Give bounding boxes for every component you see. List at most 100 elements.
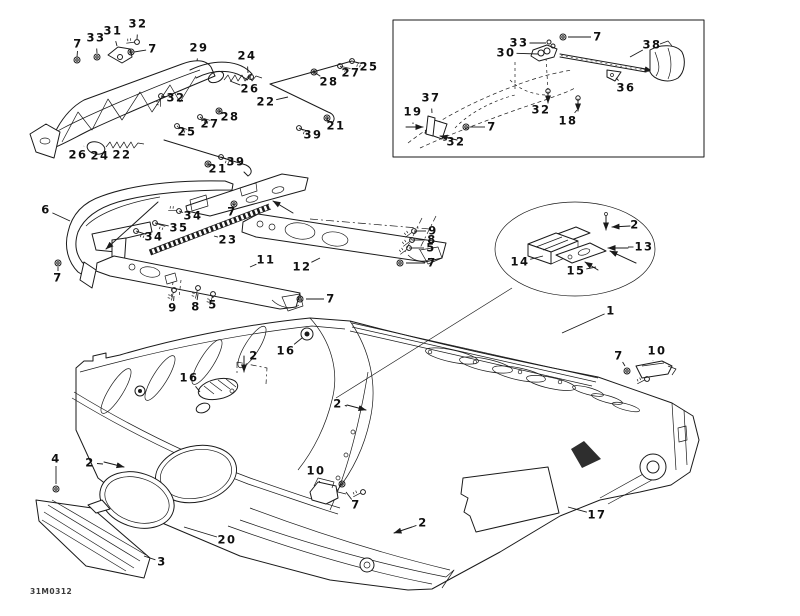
spring-rod-assembly-bottom xyxy=(86,107,252,177)
leader-line-39 xyxy=(220,156,227,160)
callout-10: 10 xyxy=(647,344,666,358)
callout-5: 5 xyxy=(208,298,218,312)
callout-27: 27 xyxy=(341,66,360,80)
leader-line-6 xyxy=(52,212,71,222)
leader-line-20 xyxy=(183,526,218,538)
callout-29: 29 xyxy=(189,41,208,55)
callout-7: 7 xyxy=(148,42,158,56)
callout-7: 7 xyxy=(351,498,361,512)
callout-28: 28 xyxy=(319,75,338,89)
leader-line-25 xyxy=(176,125,179,127)
rear-panel-part xyxy=(460,466,560,533)
leader-line-28 xyxy=(218,110,222,113)
leader-line-2 xyxy=(411,524,417,528)
callout-7: 7 xyxy=(326,292,336,306)
callout-10: 10 xyxy=(306,464,325,478)
drawing-code: 31M0312 xyxy=(30,587,73,596)
bracket-rear-right xyxy=(623,360,677,389)
callout-8: 8 xyxy=(427,233,437,247)
callout-31: 31 xyxy=(103,24,122,38)
callout-22: 22 xyxy=(256,95,275,109)
callout-22: 22 xyxy=(112,148,131,162)
leader-line-36 xyxy=(615,77,619,81)
callout-7: 7 xyxy=(73,37,83,51)
leader-line-16 xyxy=(195,386,201,393)
leader-line-14 xyxy=(530,255,544,260)
callout-33: 33 xyxy=(86,31,105,45)
leader-line-16 xyxy=(293,337,303,345)
callout-2: 2 xyxy=(418,516,428,530)
callout-26: 26 xyxy=(240,82,259,96)
callout-16: 16 xyxy=(276,344,295,358)
leader-line-28 xyxy=(313,71,321,77)
leader-line-34 xyxy=(135,230,145,235)
leader-line-35 xyxy=(154,222,169,227)
callout-34: 34 xyxy=(183,209,202,223)
callout-2: 2 xyxy=(85,456,95,470)
callout-37: 37 xyxy=(421,91,440,105)
main-body-part xyxy=(71,317,700,591)
callout-7: 7 xyxy=(427,256,437,270)
callout-25: 25 xyxy=(177,125,196,139)
callout-19: 19 xyxy=(403,105,422,119)
vent-panel-part xyxy=(35,499,151,579)
callout-7: 7 xyxy=(53,271,63,285)
leader-line-23 xyxy=(213,235,219,238)
callout-17: 17 xyxy=(587,508,606,522)
callout-21: 21 xyxy=(326,119,345,133)
leader-line-7 xyxy=(622,361,626,367)
callout-7: 7 xyxy=(487,120,497,134)
callout-13: 13 xyxy=(634,240,653,254)
callout-26: 26 xyxy=(68,148,87,162)
callout-28: 28 xyxy=(220,110,239,124)
leader-line-34 xyxy=(178,210,184,213)
right-rail-part xyxy=(241,213,447,265)
callout-9: 9 xyxy=(428,224,438,238)
callout-35: 35 xyxy=(169,221,188,235)
callout-14: 14 xyxy=(510,255,529,269)
callout-1: 1 xyxy=(606,304,616,318)
callout-8: 8 xyxy=(191,300,201,314)
leader-line-31 xyxy=(115,40,118,47)
leader-line-32 xyxy=(160,95,166,98)
callout-2: 2 xyxy=(249,349,259,363)
callout-2: 2 xyxy=(630,218,640,232)
left-rail-part xyxy=(95,255,304,312)
callout-3: 3 xyxy=(157,555,167,569)
callout-7: 7 xyxy=(593,30,603,44)
callout-32: 32 xyxy=(531,103,550,117)
callout-6: 6 xyxy=(41,203,51,217)
leader-line-1 xyxy=(561,313,605,334)
leader-line-7 xyxy=(133,49,147,53)
leader-line-3 xyxy=(143,555,156,561)
leader-line-10 xyxy=(318,480,321,484)
spring-rod-assembly-top xyxy=(207,55,364,138)
callout-33: 33 xyxy=(509,36,528,50)
detail-circle xyxy=(335,201,656,399)
callout-39: 39 xyxy=(303,128,322,142)
rear-bumper-part xyxy=(29,46,254,159)
callout-30: 30 xyxy=(496,46,515,60)
callout-7: 7 xyxy=(614,349,624,363)
leader-line-7 xyxy=(76,50,78,58)
callout-21: 21 xyxy=(208,162,227,176)
leader-line-27 xyxy=(199,116,202,119)
callout-36: 36 xyxy=(616,81,635,95)
leader-line-12 xyxy=(311,257,321,263)
leader-line-8 xyxy=(196,293,199,301)
leader-line-26 xyxy=(229,80,241,86)
callout-24: 24 xyxy=(237,49,256,63)
leader-line-2 xyxy=(96,463,104,465)
callout-5: 5 xyxy=(426,241,436,255)
leader-line-30 xyxy=(516,52,539,55)
callout-39: 39 xyxy=(226,155,245,169)
callout-25: 25 xyxy=(359,60,378,74)
leader-line-22 xyxy=(276,96,289,101)
callout-32: 32 xyxy=(166,91,185,105)
callout-12: 12 xyxy=(292,260,311,274)
leader-line-2 xyxy=(344,405,348,407)
leader-line-11 xyxy=(249,263,257,268)
callout-7: 7 xyxy=(227,205,237,219)
